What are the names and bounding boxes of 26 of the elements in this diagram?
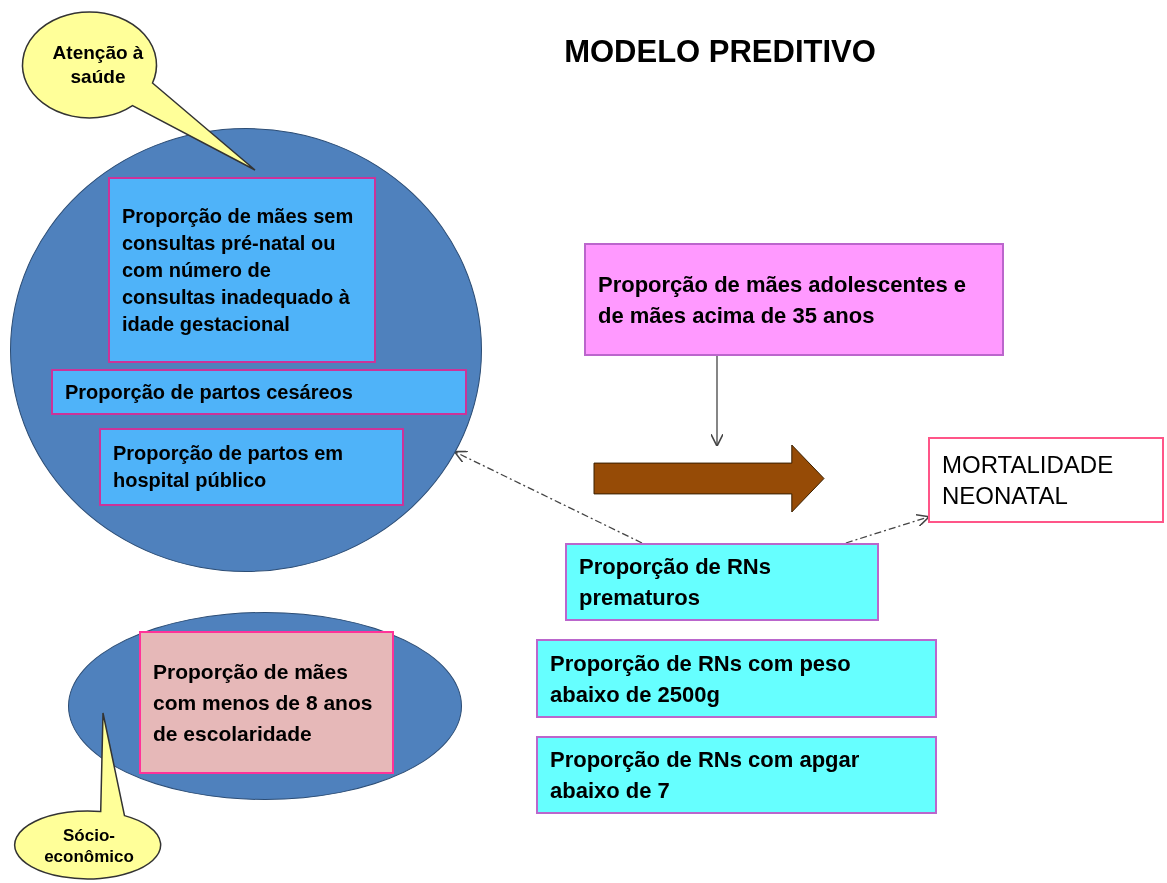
- box-label: Proporção de mães sem consultas pré-natal ou com número de consultas inadequado à idade gestacional: [122, 203, 355, 337]
- box-label: Proporção de partos cesáreos: [65, 379, 353, 405]
- box-label: Proporção de RNs com peso abaixo de 2500g: [550, 649, 852, 709]
- text-box: [928, 437, 1164, 523]
- text-box: [584, 243, 1004, 356]
- bubble-label: Atenção à saúde: [51, 41, 145, 89]
- box-label: MORTALIDADE NEONATAL: [942, 450, 1115, 511]
- text-box: [51, 369, 467, 415]
- arrow: [710, 355, 724, 447]
- box-label: Proporção de RNs prematuros: [579, 553, 772, 612]
- speech-bubble: [22, 12, 257, 172]
- box-label: Proporção de RNs com apgar abaixo de 7: [550, 746, 861, 805]
- box-label: Proporção de mães com menos de 8 anos de escolaridade: [153, 659, 374, 747]
- box-label: Proporção de mães adolescentes e de mães acima de 35 anos: [598, 270, 968, 330]
- arrow: [845, 513, 930, 544]
- text-box: [536, 736, 937, 814]
- diagram-title: MODELO PREDITIVO: [563, 34, 877, 70]
- bubble-label: Sócio- econômico: [43, 824, 135, 868]
- box-label: Proporção de partos em hospital público: [113, 441, 345, 493]
- text-box: [139, 631, 394, 774]
- arrow: [453, 450, 643, 544]
- block-arrow: [594, 445, 824, 512]
- text-box: [99, 428, 404, 506]
- text-box: [536, 639, 937, 718]
- text-box: [108, 177, 376, 363]
- text-box: [565, 543, 879, 621]
